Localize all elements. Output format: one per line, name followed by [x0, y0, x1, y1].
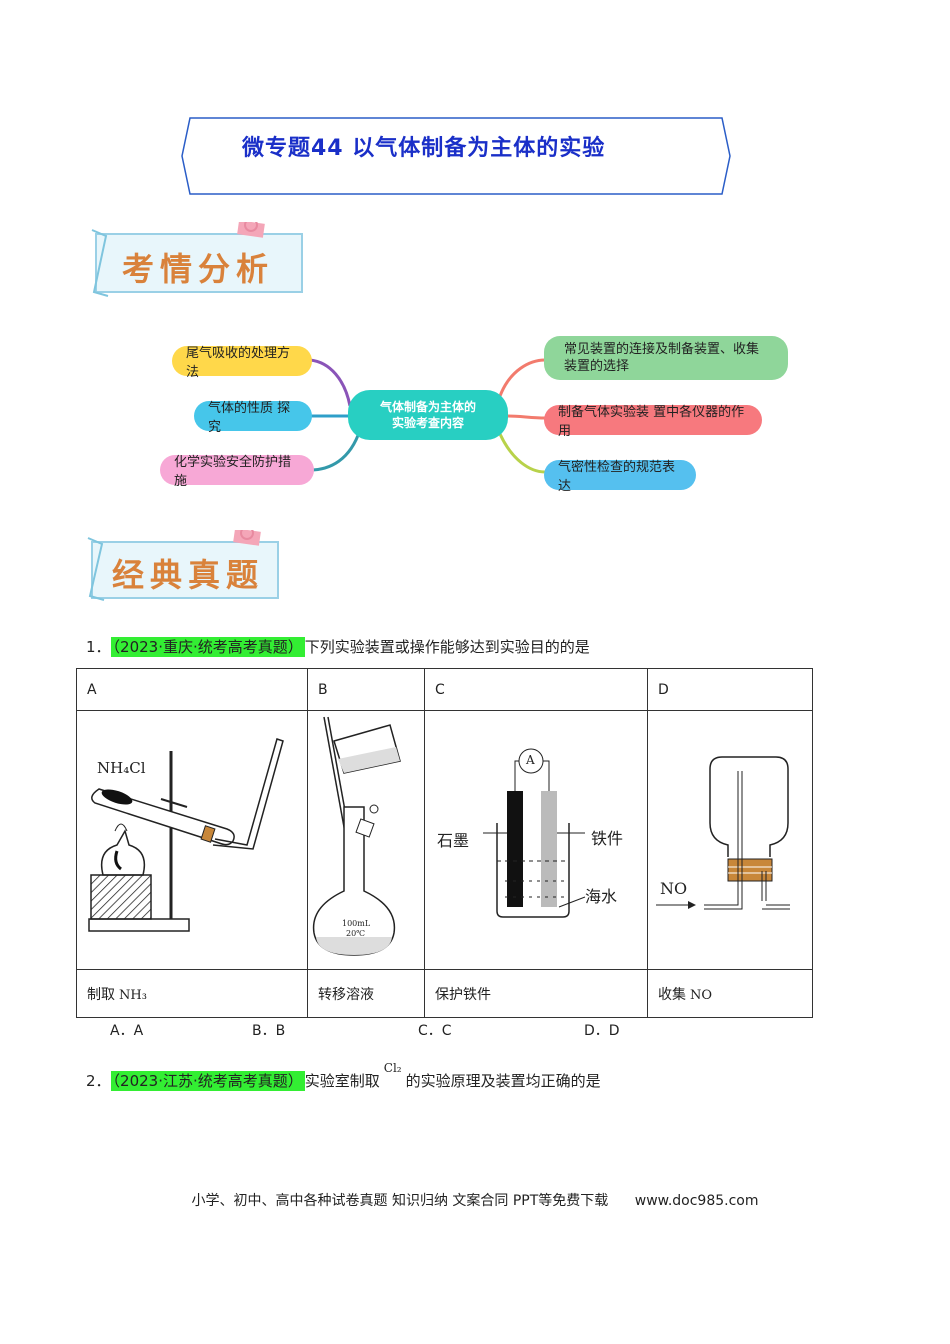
- formula-cl2: Cl₂: [383, 1061, 402, 1075]
- option-b[interactable]: B．B: [252, 1023, 286, 1039]
- table-header-a: A: [76, 668, 308, 711]
- table-header-d: D: [647, 668, 813, 711]
- gas-label: NO: [660, 879, 688, 898]
- figure-cell-a: NH₄Cl: [76, 710, 308, 970]
- mindmap-connectors: [309, 358, 546, 474]
- section-title-classics: 经典真题: [112, 556, 265, 594]
- section-header-classics: 经典真题: [84, 530, 304, 601]
- option-a[interactable]: A．A: [110, 1023, 144, 1039]
- mindmap-center-line-2: 实验考查内容: [391, 416, 464, 430]
- page-title: 微专题44 以气体制备为主体的实验: [242, 136, 606, 161]
- flask-temp-label: 20℃: [346, 929, 366, 938]
- caption-b: 转移溶液: [307, 969, 425, 1018]
- figure-cell-d: NO: [647, 710, 813, 970]
- section-header-frame: [87, 530, 279, 601]
- option-d[interactable]: D．D: [584, 1023, 620, 1039]
- mindmap-node-safety: 化学实验安全防护措施: [160, 455, 314, 489]
- question-number: 1．: [86, 638, 111, 656]
- graphite-label: 石墨: [437, 831, 470, 850]
- section-title-analysis: 考情分析: [122, 250, 275, 288]
- iron-part-label: 铁件: [591, 829, 624, 848]
- mindmap-center: 气体制备为主体的 实验考查内容: [348, 390, 508, 440]
- source-tag: （2023·重庆·统考高考真题）: [110, 637, 305, 657]
- apparatus-c-figure: [483, 748, 586, 918]
- table-header-b: B: [307, 668, 425, 711]
- ammeter-label: A: [526, 753, 535, 767]
- question-1-table: A B C D: [76, 668, 813, 1018]
- question-1-stem: 1．（2023·重庆·统考高考真题）下列实验装置或操作能够达到实验目的的是: [86, 636, 590, 657]
- caption-c: 保护铁件: [424, 969, 648, 1018]
- mindmap-node-gas-properties: 气体的性质 探究: [194, 401, 312, 435]
- mindmap-node-instrument-role: 制备气体实验装 置中各仪器的作用: [544, 405, 762, 439]
- mindmap-node-airtightness: 气密性检查的规范表达: [544, 460, 696, 494]
- mindmap-center-line-1: 气体制备为主体的: [379, 400, 476, 414]
- question-2-stem: 2．（2023·江苏·统考高考真题）实验室制取Cl₂的实验原理及装置均正确的是: [86, 1061, 601, 1091]
- apparatus-a-figure: [88, 738, 284, 932]
- section-header-frame: [91, 222, 303, 297]
- option-c[interactable]: C．C: [418, 1023, 452, 1039]
- question-text-before: 实验室制取: [304, 1072, 380, 1090]
- table-header-c: C: [424, 668, 648, 711]
- footer-text: 小学、初中、高中各种试卷真题 知识归纳 文案合同 PPT等免费下载: [191, 1193, 609, 1209]
- caption-a-text: 制取: [87, 986, 115, 1003]
- page-footer: 小学、初中、高中各种试卷真题 知识归纳 文案合同 PPT等免费下载 www.do…: [0, 1190, 950, 1210]
- mindmap-node-tail-gas: 尾气吸收的处理方法: [172, 346, 312, 380]
- mindmap-node-apparatus-connection: 常见装置的连接及制备装置、收集装置的选择: [544, 336, 788, 380]
- flask-volume-label: 100mL: [342, 919, 371, 928]
- source-tag: （2023·江苏·统考高考真题）: [110, 1071, 305, 1091]
- question-number: 2．: [86, 1072, 111, 1090]
- section-header-analysis: 考情分析: [88, 222, 308, 297]
- caption-d-formula: NO: [690, 987, 713, 1003]
- figure-cell-c: A 石墨 铁件 海水: [424, 710, 648, 970]
- reagent-label: NH₄Cl: [97, 759, 146, 777]
- apparatus-d-figure: [656, 756, 790, 910]
- figure-cell-b: 100mL 20℃: [307, 710, 425, 970]
- caption-a-formula: NH₃: [119, 987, 147, 1003]
- seawater-label: 海水: [585, 887, 618, 906]
- question-text: 下列实验装置或操作能够达到实验目的的是: [304, 638, 590, 656]
- footer-site-link[interactable]: www.doc985.com: [634, 1193, 759, 1209]
- apparatus-b-figure: [312, 716, 401, 956]
- question-text-after: 的实验原理及装置均正确的是: [405, 1072, 601, 1090]
- title-banner-frame: [181, 117, 731, 195]
- caption-d-text: 收集: [658, 986, 686, 1003]
